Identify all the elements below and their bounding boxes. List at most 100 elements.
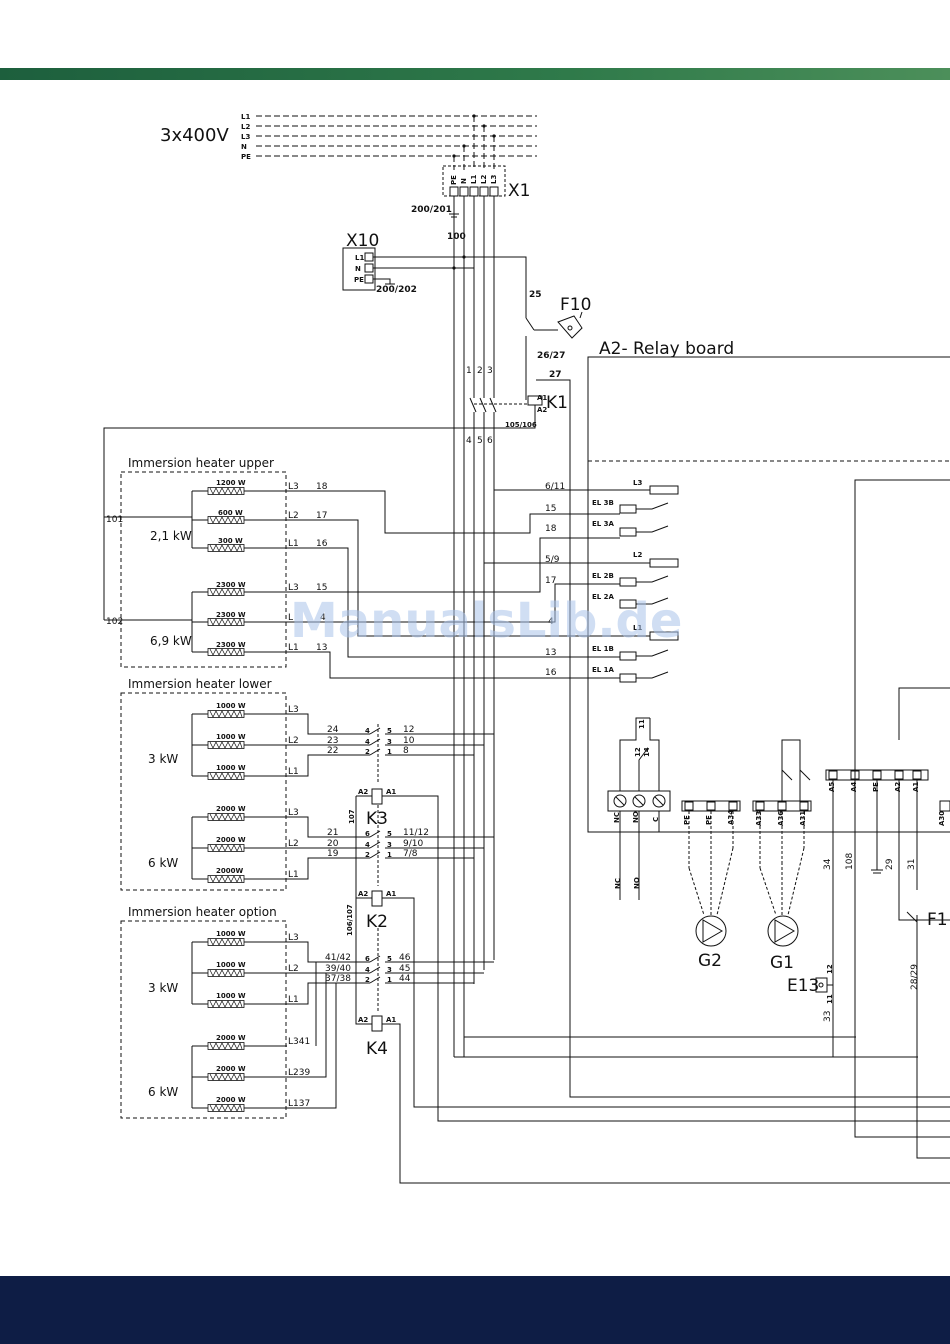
line-label-n: N [241,143,247,151]
heater-lower-wire-20: 20 [327,839,339,849]
svg-text:L1: L1 [470,175,478,184]
heater-upper-rating-6: 2300 W [216,641,246,649]
k3-wire: 107 [348,809,356,824]
heater-lower-rating-1: 1000 W [216,702,246,710]
relay-board-title: A2- Relay board [599,339,734,359]
contactor-coils [355,788,950,1184]
f10-wire-in: 25 [529,290,542,300]
heater-option-phase-2: L2 [288,964,299,974]
heater-lower-out-12: 12 [403,725,414,735]
heater-lower-out-8: 8 [403,746,409,756]
wire-28-29: 28/29 [910,964,920,990]
heater-upper-element-3 [207,544,245,552]
heater-option-rating-3: 1000 W [216,992,246,1000]
k1-coil-ref: 105/106 [505,421,537,429]
svg-text:PE: PE [683,815,691,825]
heater-lower-wire-22: 22 [327,746,338,756]
relay-label-l2: L2 [633,551,642,559]
heater-option-phase-3: L1 [288,995,299,1005]
svg-text:N: N [460,178,468,184]
terminal-x10: L1 N PE [342,247,376,291]
x10-wiring [373,256,527,290]
pump-g1-label: G1 [770,953,794,973]
wire-31: 31 [907,859,917,870]
heater-upper-element-4 [207,588,245,596]
svg-text:11: 11 [638,719,646,729]
relay-wire-13: 13 [545,648,556,658]
contactor-k1 [103,196,543,1057]
svg-text:L3: L3 [490,175,498,184]
line-label-l1: L1 [241,113,250,121]
svg-text:A5: A5 [828,782,836,792]
relay-label-l3: L3 [633,479,642,487]
heater-lower-out-9-10: 9/10 [403,839,423,849]
terminal-x1: PE N L1 L2 L3 [442,165,506,197]
heater-lower-out-11-12: 11/12 [403,828,429,838]
relay-wire-15: 15 [545,504,556,514]
svg-text:PE: PE [705,815,713,825]
heater-lower-wire-23: 23 [327,736,338,746]
heater-upper-phase-4: L3 [288,583,299,593]
heater-upper-power-2: 6,9 kW [150,634,192,648]
k2-pin-a2: A2 [358,890,368,898]
k3-label: K3 [366,809,388,829]
fuse-f1-label: F1 [927,910,948,930]
k4-label: K4 [366,1039,388,1059]
heater-lower-power-1: 3 kW [148,752,178,766]
heater-upper-element-1 [207,487,245,495]
relay-terminal-no: NO [632,811,640,823]
supply-dashed-lines [256,115,537,170]
svg-text:A30: A30 [938,811,946,826]
relay-board-border [587,356,950,833]
line-label-l2: L2 [241,123,250,131]
heater-option-phase-5: L239 [288,1068,310,1078]
heater-option-wiring [191,928,494,1109]
supply-junctions [452,114,496,158]
heater-lower-title: Immersion heater lower [128,677,272,691]
relay-board-wire-27: 27 [549,370,562,380]
pump-g2-label: G2 [698,951,722,971]
relay-label-el2a: EL 2A [592,593,615,601]
k1-bottom-5: 5 [477,436,483,446]
line-label-pe: PE [241,153,251,161]
heater-option-phase-4: L341 [288,1037,310,1047]
k3-pin-a1: A1 [386,788,396,796]
svg-text:A36: A36 [777,811,785,826]
f10-wire-out: 26/27 [537,351,565,361]
relay-wire-17: 17 [545,576,556,586]
heater-option-power-1: 3 kW [148,981,178,995]
svg-text:5: 5 [387,830,392,838]
heater-lower-phase-6: L1 [288,870,299,880]
svg-text:12: 12 [826,964,834,974]
k2-label: K2 [366,912,388,932]
heater-lower-rating-6: 2000W [216,867,243,875]
svg-text:A4: A4 [850,782,858,792]
connector-block [825,479,950,1159]
svg-text:6: 6 [365,955,370,963]
x10-label: X10 [346,231,379,251]
sensor-e13-label: E13 [787,976,819,996]
svg-text:L1: L1 [355,254,364,262]
heater-upper-phase-2: L2 [288,511,299,521]
footer-bar [0,1276,950,1344]
svg-text:3: 3 [387,738,392,746]
heater-lower-out-7-8: 7/8 [403,849,418,859]
heater-option-rating-2: 1000 W [216,961,246,969]
svg-text:14: 14 [643,747,651,757]
heater-option-power-2: 6 kW [148,1085,178,1099]
heater-option-phase-1: L3 [288,933,299,943]
svg-text:11: 11 [826,994,834,1004]
line-label-l3: L3 [241,133,250,141]
x1-label: X1 [508,181,530,201]
svg-text:4: 4 [365,738,370,746]
wire-29: 29 [885,858,895,870]
svg-text:A33: A33 [755,811,763,826]
svg-text:5: 5 [387,955,392,963]
heater-option-phase-6: L137 [288,1099,310,1109]
heater-lower-phase-5: L2 [288,839,299,849]
heater-upper-wire-2: 17 [316,511,327,521]
heater-upper-element-5 [207,618,245,626]
relay-wire-16: 16 [545,668,557,678]
pump-g1 [752,739,812,947]
